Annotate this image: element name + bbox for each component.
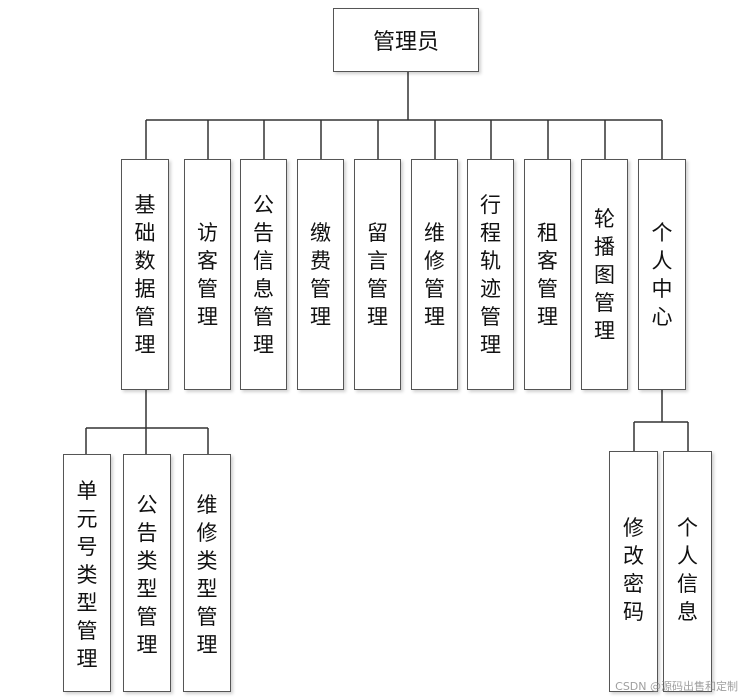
module-personal-center: 个人中心 xyxy=(638,159,686,390)
module-label: 基础数据管理 xyxy=(134,193,156,357)
module-label: 维修管理 xyxy=(424,221,445,329)
root-node-label: 管理员 xyxy=(372,30,439,55)
module-repair: 维修管理 xyxy=(411,159,458,390)
submodule-label: 修改密码 xyxy=(623,516,644,624)
module-message: 留言管理 xyxy=(354,159,401,390)
submodule-label: 维修类型管理 xyxy=(196,493,218,657)
module-label: 访客管理 xyxy=(197,221,218,329)
module-label: 个人中心 xyxy=(651,221,673,329)
submodule-unit-type: 单元号类型管理 xyxy=(63,454,111,692)
module-announcement: 公告信息管理 xyxy=(240,159,287,390)
submodule-personal-info: 个人信息 xyxy=(663,451,712,692)
module-payment: 缴费管理 xyxy=(297,159,344,390)
submodule-repair-type: 维修类型管理 xyxy=(183,454,231,692)
submodule-change-password: 修改密码 xyxy=(609,451,658,692)
submodule-label: 个人信息 xyxy=(677,516,698,624)
module-basic-data: 基础数据管理 xyxy=(121,159,169,390)
module-label: 轮播图管理 xyxy=(594,207,615,343)
module-label: 租客管理 xyxy=(537,221,558,329)
submodule-label: 公告类型管理 xyxy=(136,493,158,657)
submodule-label: 单元号类型管理 xyxy=(76,479,98,671)
module-label: 行程轨迹管理 xyxy=(480,193,501,357)
submodule-announcement-type: 公告类型管理 xyxy=(123,454,171,692)
module-itinerary: 行程轨迹管理 xyxy=(467,159,514,390)
watermark-text: CSDN @源码出售和定制 xyxy=(615,680,738,693)
module-tenant: 租客管理 xyxy=(524,159,571,390)
module-carousel: 轮播图管理 xyxy=(581,159,628,390)
root-node-admin: 管理员 xyxy=(333,8,479,72)
module-label: 缴费管理 xyxy=(310,221,331,329)
module-label: 公告信息管理 xyxy=(253,193,274,357)
module-visitor: 访客管理 xyxy=(184,159,231,390)
module-label: 留言管理 xyxy=(367,221,388,329)
